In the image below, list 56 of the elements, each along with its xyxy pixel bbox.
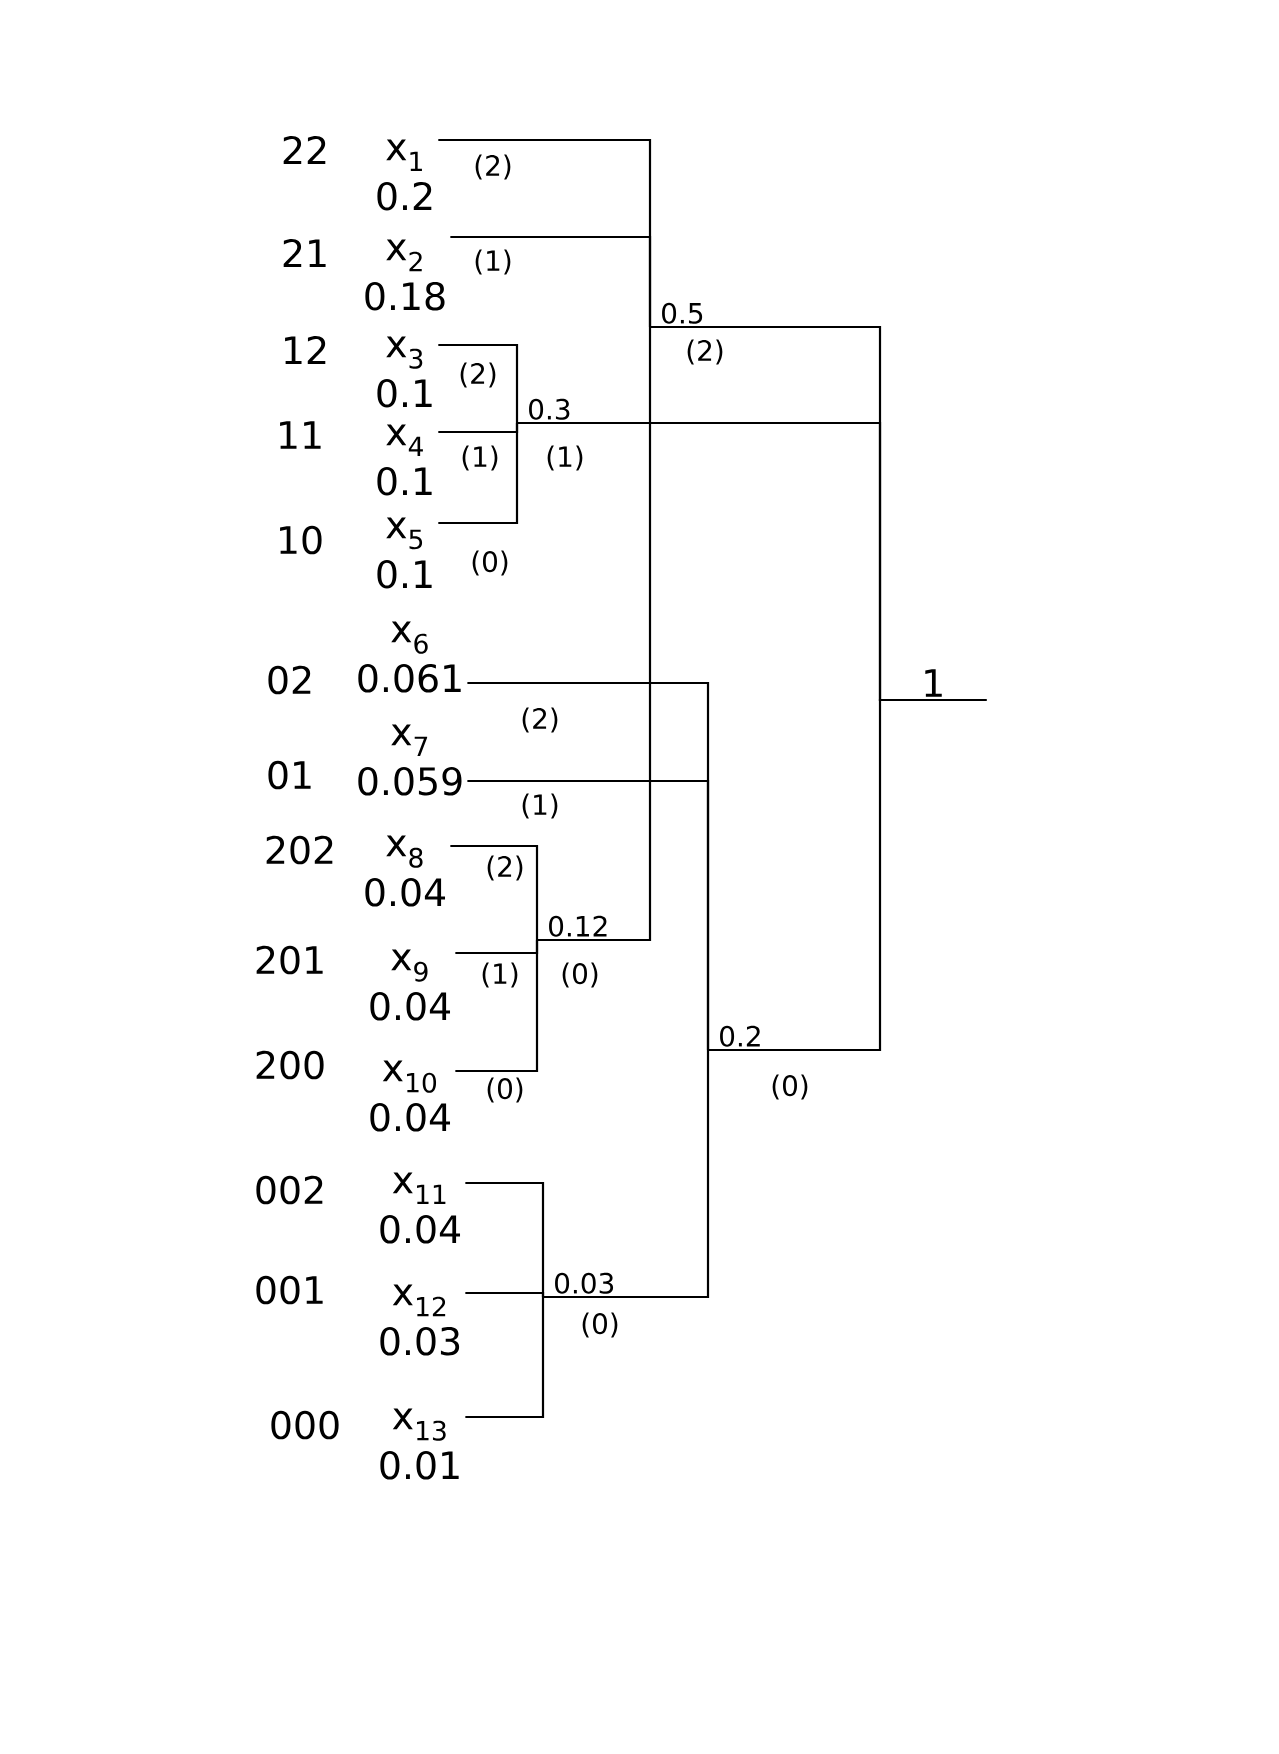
tree-branch: [467, 779, 710, 1050]
leaf-label: x$_{5}$ 0.1: [377, 517, 432, 589]
code-label: 01: [268, 760, 311, 790]
edge-label: (2): [684, 338, 726, 366]
edge-label: (0): [769, 1073, 811, 1101]
edge-label: (2): [484, 854, 526, 882]
edge-label: (1): [472, 248, 514, 276]
code-label: 02: [268, 665, 311, 695]
root-label: 1: [925, 669, 942, 697]
edge-label: (2): [472, 153, 514, 181]
leaf-label: x$_{6}$ 0.061: [358, 621, 461, 693]
code-label: 201: [256, 945, 323, 975]
tree-branch: [543, 1050, 710, 1299]
leaf-label: x$_{2}$ 0.18: [365, 239, 445, 311]
tree-branch: [450, 844, 539, 940]
leaf-label: x$_{7}$ 0.059: [358, 724, 462, 796]
tree-branch: [438, 423, 519, 525]
leaf-label: x$_{8}$ 0.04: [365, 835, 445, 907]
edge-label: (0): [579, 1311, 621, 1339]
edge-label: (1): [479, 961, 521, 989]
code-label: 12: [285, 335, 326, 365]
edge-label: (1): [544, 444, 586, 472]
edge-label: (1): [459, 444, 501, 472]
tree-branch: [455, 940, 539, 1073]
tree-branch: [450, 235, 652, 327]
leaf-label: x$_{12}$ 0.03: [380, 1284, 460, 1356]
probability-label: 0.2: [720, 1025, 760, 1047]
edge-label: (0): [469, 549, 511, 577]
code-label: 001: [256, 1275, 323, 1305]
tree-branch: [438, 343, 519, 423]
tree-branch: [465, 1291, 545, 1297]
code-label: 002: [256, 1175, 323, 1205]
code-label: 22: [283, 135, 326, 165]
leaf-label: x$_{1}$ 0.2: [377, 139, 432, 211]
code-label: 11: [280, 421, 321, 449]
probability-label: 0.03: [555, 1272, 614, 1294]
edge-label: (1): [519, 792, 561, 820]
edge-label: (2): [519, 706, 561, 734]
leaf-label: x$_{10}$ 0.04: [370, 1060, 450, 1132]
edge-label: (0): [484, 1076, 526, 1104]
edge-label: (2): [457, 361, 499, 389]
code-label: 21: [283, 238, 326, 268]
probability-label: 0.3: [529, 398, 570, 420]
probability-label: 0.12: [549, 915, 607, 937]
probability-label: 0.5: [662, 302, 703, 324]
code-label: 202: [266, 835, 333, 865]
leaf-label: x$_{11}$ 0.04: [380, 1172, 460, 1244]
tree-branch: [708, 698, 987, 1052]
edge-label: (0): [559, 961, 601, 989]
leaf-label: x$_{9}$ 0.04: [370, 949, 450, 1021]
leaf-label: x$_{13}$ 0.01: [380, 1408, 459, 1480]
code-label: 10: [280, 525, 322, 555]
code-label: 200: [256, 1050, 324, 1080]
code-label: 000: [271, 1410, 339, 1440]
tree-branch: [465, 1297, 545, 1419]
tree-branch: [537, 327, 652, 942]
